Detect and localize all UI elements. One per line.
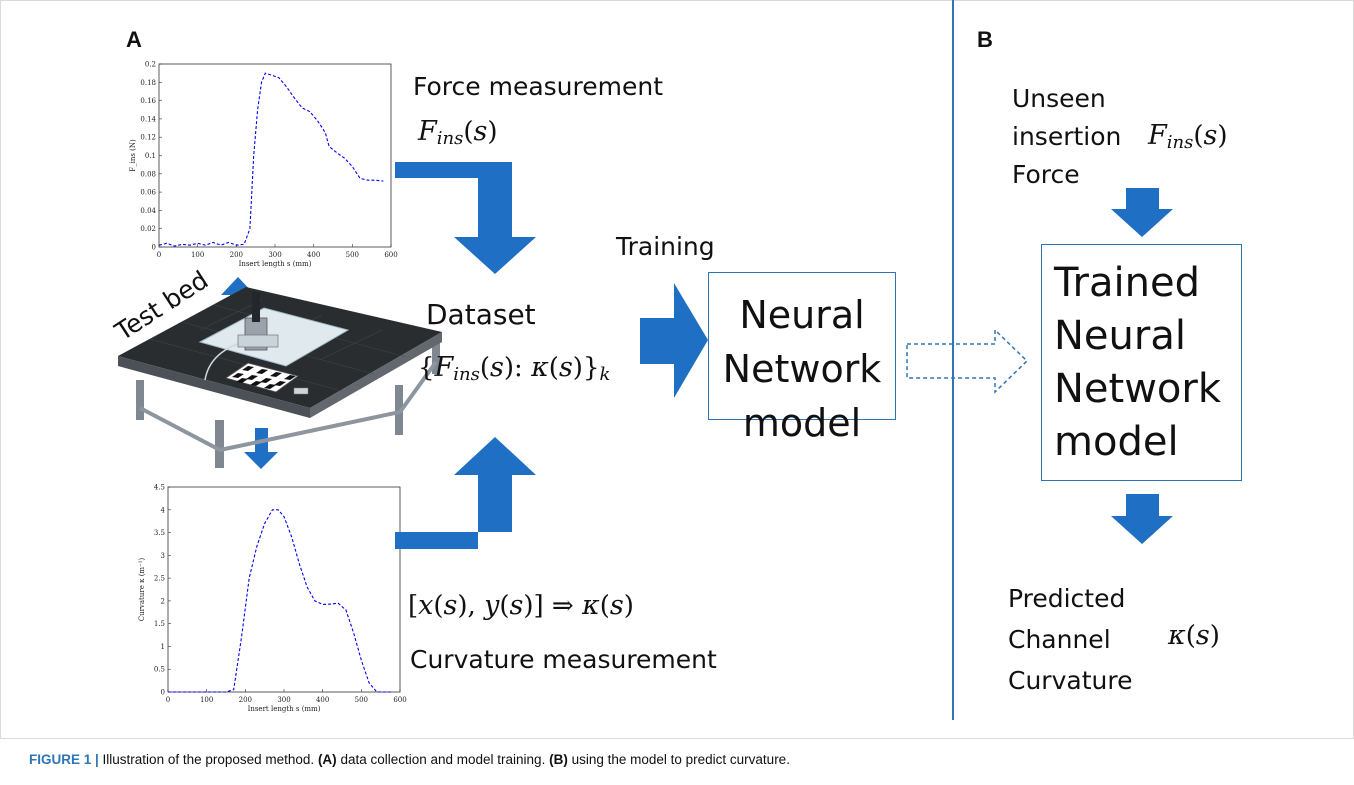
- caption-text-3: using the model to predict curvature.: [567, 752, 790, 767]
- trained-box-line-3: Network: [1054, 366, 1222, 412]
- predicted-line-1: Predicted: [1008, 584, 1126, 613]
- x-tick-label: 100: [191, 251, 204, 259]
- caption-text-1: Illustration of the proposed method.: [98, 752, 318, 767]
- panel-a-letter: A: [126, 27, 142, 52]
- nn-box-line-1: Neural: [739, 293, 865, 337]
- unseen-force-label: Unseen insertion Force: [1012, 80, 1121, 194]
- x-tick-label: 100: [200, 696, 213, 704]
- x-tick-label: 500: [355, 696, 368, 704]
- x-tick-label: 300: [277, 696, 290, 704]
- dataset-expression: {Fins(s): κ(s)}k: [418, 352, 611, 386]
- predicted-line-2: Channel: [1008, 625, 1111, 654]
- y-tick-label: 0.2: [145, 61, 156, 69]
- predicted-line-3: Curvature: [1008, 666, 1133, 695]
- curvature-expression: [x(s), y(s)] ⇒ κ(s): [408, 590, 634, 621]
- y-tick-label: 0: [161, 689, 165, 697]
- trained-network-box: Trained Neural Network model: [1041, 244, 1242, 481]
- x-tick-label: 300: [268, 251, 281, 259]
- nn-box-line-2: Network: [722, 347, 882, 391]
- curvature-plot: 0 100 200 300 400 500 600 0 0.5 1 1.5 2 2.5 3 3.5 4 4.5I…: [138, 484, 407, 714]
- arrows-layer: [118, 162, 1173, 549]
- x-tick-label: 600: [393, 696, 406, 704]
- y-tick-label: 1.5: [154, 620, 165, 628]
- unseen-line-1: Unseen: [1012, 84, 1106, 113]
- force-expression: Fins(s): [418, 116, 498, 150]
- y-tick-label: 4: [161, 506, 166, 514]
- y-tick-label: 1: [161, 643, 165, 651]
- checkerboard: [225, 362, 299, 393]
- curvature-measurement-label: Curvature measurement: [410, 645, 717, 674]
- y-tick-label: 0.5: [154, 666, 165, 674]
- trained-box-line-4: model: [1054, 419, 1179, 465]
- unseen-line-3: Force: [1012, 160, 1080, 189]
- training-arrow: [640, 283, 708, 398]
- x-axis-label: Insert length s (mm): [239, 260, 312, 268]
- y-axis-label: Curvature κ (m⁻¹): [138, 557, 146, 621]
- x-tick-label: 500: [346, 251, 359, 259]
- nn-box-line-3: model: [742, 401, 862, 445]
- y-tick-label: 3.5: [154, 529, 165, 537]
- inference-arrow: [906, 328, 1029, 394]
- unseen-line-2: insertion: [1012, 122, 1122, 151]
- x-tick-label: 0: [166, 696, 170, 704]
- y-tick-label: 0.16: [140, 97, 156, 105]
- y-tick-label: 0.08: [140, 170, 156, 178]
- x-axis-label: Insert length s (mm): [248, 705, 321, 713]
- force-measurement-label: Force measurement: [413, 72, 663, 101]
- y-tick-label: 0.02: [140, 225, 156, 233]
- model-to-predicted-arrow: [1111, 494, 1173, 544]
- panel-b-letter: B: [977, 27, 993, 52]
- curvature-to-dataset-arrow: [395, 437, 536, 549]
- panel-divider: [952, 0, 954, 720]
- dataset-label: Dataset: [426, 298, 536, 331]
- caption-figure-number: FIGURE 1 |: [29, 752, 99, 767]
- caption-text-2: data collection and model training.: [336, 752, 550, 767]
- series-line: [168, 509, 393, 693]
- force-to-dataset-arrow: [395, 162, 536, 274]
- y-tick-label: 0.1: [145, 152, 156, 160]
- test-bed-image: [118, 287, 442, 468]
- y-tick-label: 2: [161, 597, 165, 605]
- x-tick-label: 200: [239, 696, 252, 704]
- x-tick-label: 400: [307, 251, 320, 259]
- y-axis-label: F_ins (N): [129, 139, 137, 172]
- figure-caption: FIGURE 1 | Illustration of the proposed …: [29, 752, 790, 767]
- y-tick-label: 3: [161, 552, 165, 560]
- unseen-force-expression: Fins(s): [1148, 120, 1228, 154]
- caption-panel-b: (B): [549, 752, 568, 767]
- unseen-to-model-arrow: [1111, 188, 1173, 237]
- trained-box-line-1: Trained: [1054, 260, 1200, 306]
- neural-network-box: Neural Network model: [708, 272, 896, 445]
- training-label: Training: [616, 232, 715, 261]
- x-tick-label: 400: [316, 696, 329, 704]
- caption-panel-a: (A): [317, 752, 337, 767]
- y-tick-label: 0.18: [140, 79, 156, 87]
- y-tick-label: 0.04: [140, 207, 156, 215]
- x-tick-label: 0: [157, 251, 161, 259]
- y-tick-label: 0: [152, 244, 156, 252]
- force-plot: 0 100 200 300 400 500 600 0 0.02 0.04 0.06 0.08 0.1 0…: [129, 61, 398, 269]
- predicted-curvature-expression: κ(s): [1168, 620, 1220, 651]
- trained-box-line-2: Neural: [1054, 313, 1186, 359]
- x-tick-label: 200: [230, 251, 243, 259]
- x-tick-label: 600: [384, 251, 397, 259]
- predicted-curvature-label: Predicted Channel Curvature: [1008, 578, 1132, 701]
- testbed-down-arrow: [244, 428, 278, 469]
- y-tick-label: 0.12: [140, 134, 156, 142]
- y-tick-label: 0.14: [140, 115, 156, 123]
- y-tick-label: 2.5: [154, 575, 165, 583]
- y-tick-label: 0.06: [140, 189, 156, 197]
- y-tick-label: 4.5: [154, 484, 165, 492]
- series-line: [158, 72, 384, 247]
